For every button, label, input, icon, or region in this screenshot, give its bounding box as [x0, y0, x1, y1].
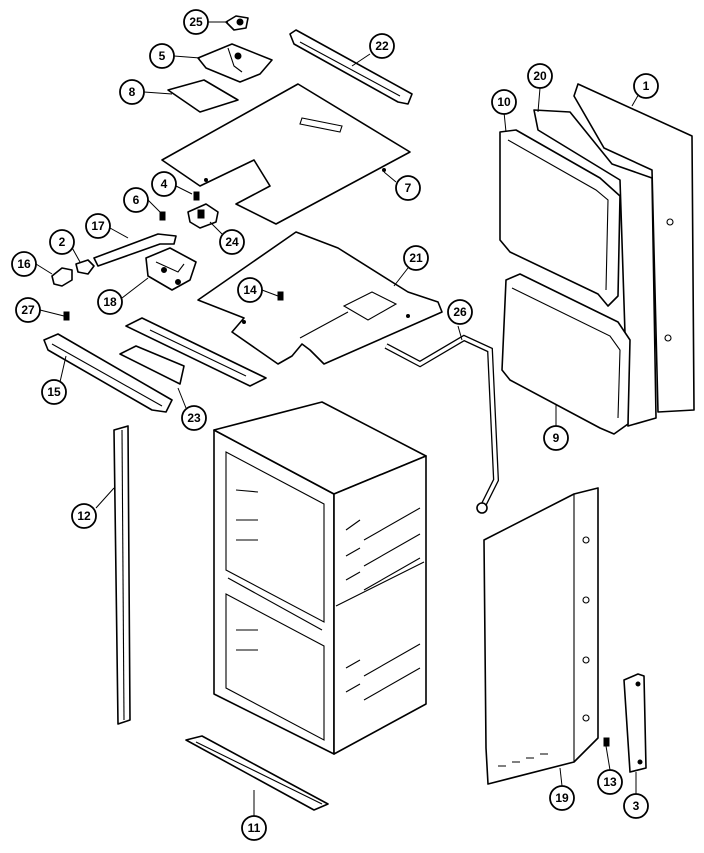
- callout-3: 3: [623, 793, 649, 819]
- callout-15: 15: [41, 379, 67, 405]
- callout-5: 5: [149, 43, 175, 69]
- oven-body: [213, 401, 427, 755]
- svg-text:12: 12: [77, 509, 91, 523]
- part-9-lower-insulation: [501, 273, 631, 435]
- callout-21: 21: [403, 245, 429, 271]
- part-19-back-panel: [483, 487, 599, 785]
- part-12-vertical-rail: [113, 425, 131, 725]
- svg-text:1: 1: [643, 79, 650, 93]
- svg-text:8: 8: [129, 85, 136, 99]
- perforated-rail: [125, 317, 267, 387]
- part-8-plate: [167, 79, 239, 113]
- svg-text:27: 27: [21, 303, 35, 317]
- callout-11: 11: [241, 815, 267, 841]
- part-2-knob: [75, 259, 95, 275]
- callout-23: 23: [181, 405, 207, 431]
- callout-13: 13: [597, 769, 623, 795]
- callout-9: 9: [543, 425, 569, 451]
- callout-17: 17: [85, 213, 111, 239]
- svg-text:19: 19: [555, 791, 569, 805]
- svg-text:13: 13: [603, 775, 617, 789]
- callout-1: 1: [633, 73, 659, 99]
- part-23-plate: [119, 345, 185, 385]
- svg-text:2: 2: [59, 235, 66, 249]
- part-3-bracket: [623, 673, 647, 773]
- callout-2: 2: [49, 229, 75, 255]
- svg-text:10: 10: [497, 95, 511, 109]
- callout-19: 19: [549, 785, 575, 811]
- svg-text:21: 21: [409, 251, 423, 265]
- svg-text:4: 4: [161, 177, 168, 191]
- svg-text:15: 15: [47, 385, 61, 399]
- callout-6: 6: [123, 187, 149, 213]
- part-15-channel: [43, 333, 173, 413]
- part-5-bracket: [197, 43, 273, 83]
- svg-text:6: 6: [133, 193, 140, 207]
- part-1-side-panel: [573, 83, 695, 413]
- part-22-strip: [289, 29, 413, 105]
- callout-8: 8: [119, 79, 145, 105]
- svg-text:9: 9: [553, 431, 560, 445]
- svg-text:7: 7: [405, 181, 412, 195]
- callout-26: 26: [447, 299, 473, 325]
- svg-text:20: 20: [533, 69, 547, 83]
- svg-text:22: 22: [375, 39, 389, 53]
- callout-22: 22: [369, 33, 395, 59]
- callout-20: 20: [527, 63, 553, 89]
- callout-14: 14: [237, 277, 263, 303]
- part-4-screw: [193, 191, 200, 201]
- callout-10: 10: [491, 89, 517, 115]
- part-16-knob: [51, 267, 73, 287]
- callout-4: 4: [151, 171, 177, 197]
- part-27-screw: [63, 311, 70, 321]
- callout-25: 25: [183, 9, 209, 35]
- callout-24: 24: [219, 229, 245, 255]
- part-25-clip: [225, 15, 249, 31]
- callout-27: 27: [15, 297, 41, 323]
- svg-text:5: 5: [159, 49, 166, 63]
- svg-text:23: 23: [187, 411, 201, 425]
- callout-12: 12: [71, 503, 97, 529]
- svg-text:17: 17: [91, 219, 105, 233]
- part-6-screw: [159, 211, 166, 221]
- svg-text:3: 3: [633, 799, 640, 813]
- part-24-switch: [187, 203, 219, 229]
- svg-text:25: 25: [189, 15, 203, 29]
- svg-text:14: 14: [243, 283, 257, 297]
- callout-18: 18: [97, 289, 123, 315]
- svg-text:18: 18: [103, 295, 117, 309]
- part-17-bracket-arm: [93, 233, 177, 267]
- part-18-latch-assembly: [145, 247, 197, 291]
- part-7-top-panel: [161, 83, 411, 225]
- part-21-mid-panel: [197, 231, 443, 365]
- svg-text:24: 24: [225, 235, 239, 249]
- part-10-upper-insulation: [499, 129, 621, 307]
- part-13-screw: [603, 737, 610, 747]
- part-11-bottom-rail: [185, 735, 329, 811]
- part-26-tube: [384, 334, 500, 514]
- callout-16: 16: [11, 251, 37, 277]
- part-14-screw: [277, 291, 284, 301]
- svg-text:11: 11: [248, 821, 261, 835]
- svg-text:16: 16: [17, 257, 31, 271]
- callout-7: 7: [395, 175, 421, 201]
- svg-text:26: 26: [453, 305, 467, 319]
